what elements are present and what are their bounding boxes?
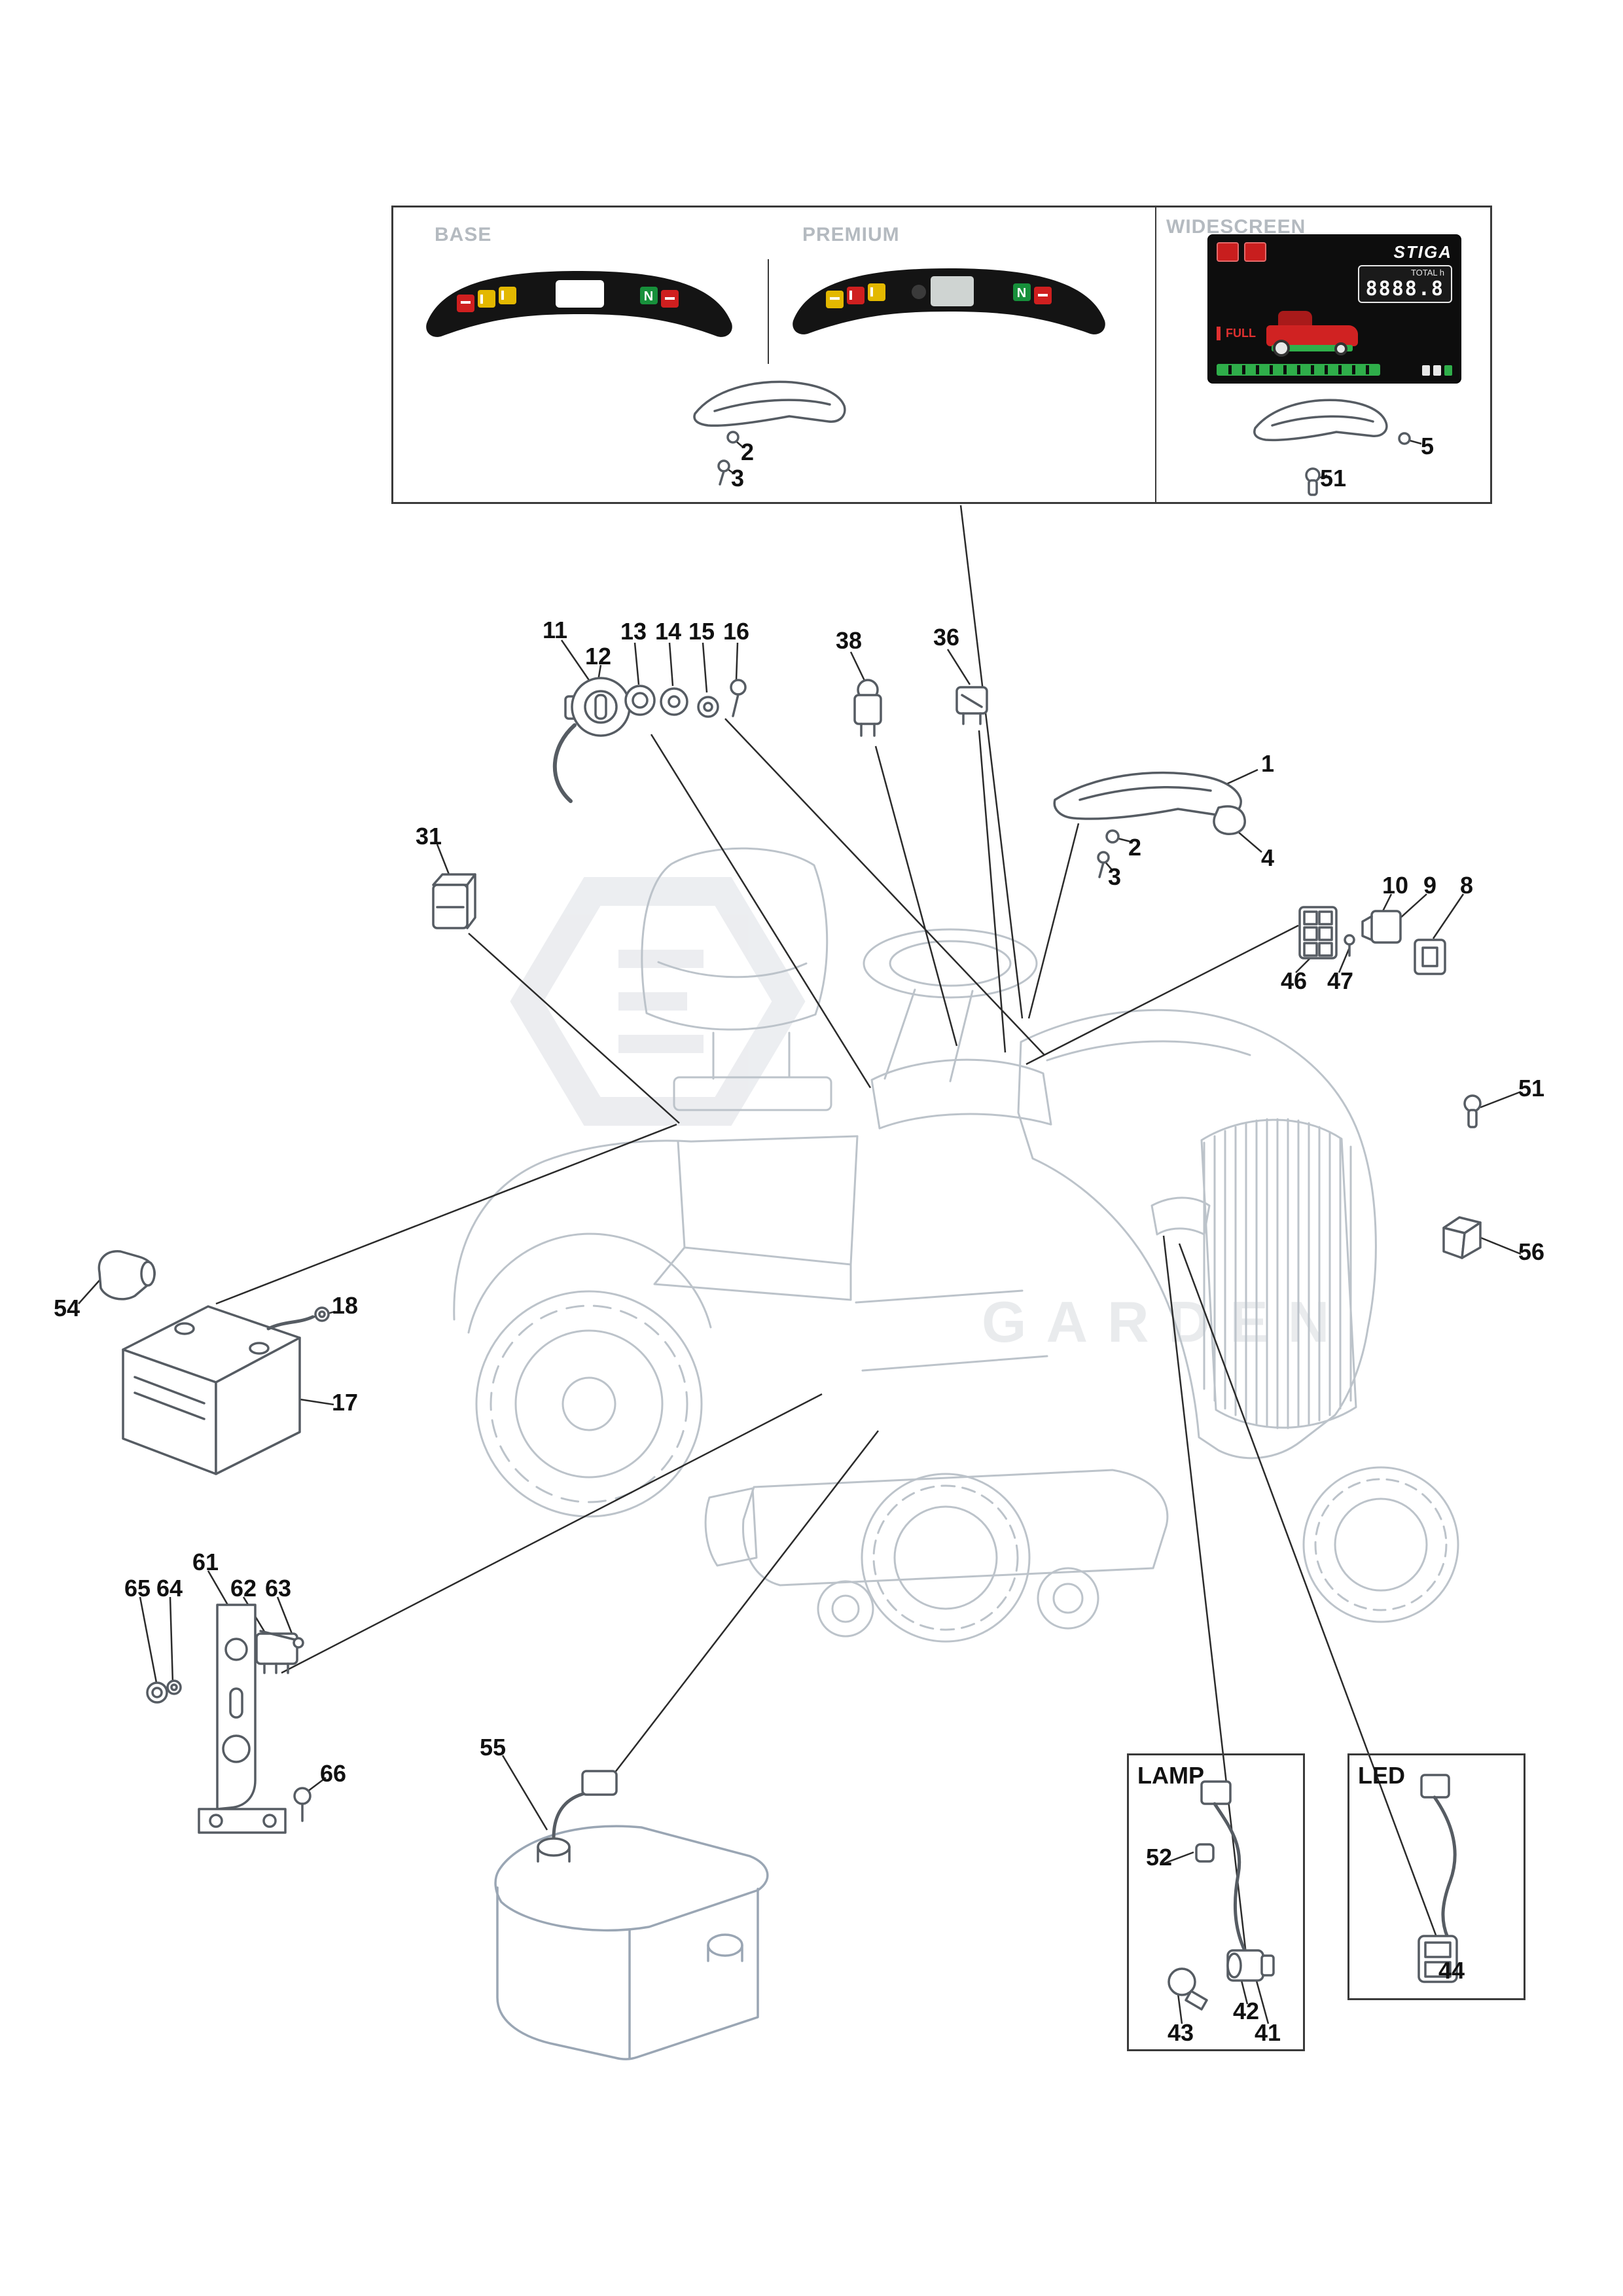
part-led-kit: [1418, 1774, 1458, 1983]
tractor-pictogram: [1266, 310, 1364, 357]
display-window: [556, 280, 604, 308]
part-fuel-tank: [494, 1770, 769, 2060]
battery-level-bar: [1217, 364, 1380, 376]
label-lamp: LAMP: [1137, 1762, 1204, 1789]
fuel-gauge-label: FULL: [1217, 327, 1256, 340]
part-ignition-switch: [552, 677, 631, 803]
part-switch-31: [432, 873, 476, 929]
part-battery: [122, 1305, 301, 1475]
hour-meter-label: TOTAL h: [1410, 268, 1444, 278]
lamp-panel: [1127, 1753, 1305, 2051]
part-lamp-kit: [1168, 1780, 1275, 2011]
part-connector-cluster: [1298, 906, 1446, 975]
lcd-display: [931, 276, 974, 306]
dial-icon: [912, 285, 926, 299]
svg-text:N: N: [1017, 286, 1026, 300]
svg-text:N: N: [644, 289, 653, 304]
divider-widescreen: [1155, 206, 1156, 504]
dashboard-variants-panel: [391, 206, 1492, 504]
part-clip-52: [1195, 1843, 1215, 1863]
part-bulb: [1168, 1967, 1196, 1996]
label-led: LED: [1358, 1762, 1405, 1789]
svg-text:GARDEN: GARDEN: [982, 1289, 1349, 1354]
label-widescreen: WIDESCREEN: [1166, 216, 1306, 238]
battery-warning-icon: [1244, 242, 1266, 262]
part-switch-38: [853, 679, 882, 737]
hour-meter: TOTAL h 8888.8: [1357, 265, 1452, 303]
neutral-indicator: [640, 287, 658, 304]
part-cube-56: [1442, 1216, 1482, 1259]
part-bracket-widescreen: [1253, 399, 1411, 496]
leader-lines: [78, 438, 1522, 2024]
part-switch-hardware: [624, 679, 747, 718]
part-switch-36: [955, 686, 988, 725]
part-drawings: [98, 380, 1482, 2060]
part-terminal-wire: [266, 1306, 330, 1331]
status-icons: [1422, 365, 1452, 376]
hour-meter-value: 8888.8: [1365, 278, 1444, 300]
neutral-indicator: [1013, 283, 1031, 301]
fuel-pump-icon: [1217, 242, 1239, 262]
part-terminal-boot: [98, 1250, 156, 1300]
part-switch-bracket-assembly: [146, 1604, 312, 1834]
led-panel: [1347, 1753, 1525, 2000]
brand-logo: STIGA: [1393, 242, 1452, 262]
tractor-sketch: [453, 847, 1459, 1643]
premium-dashboard: N: [785, 257, 1113, 348]
part-dashboard-bracket: [1053, 771, 1246, 878]
part-clip-4: [1213, 805, 1246, 835]
part-clip-51: [1463, 1094, 1482, 1128]
label-base: BASE: [435, 224, 492, 245]
base-dashboard: N: [419, 259, 740, 351]
label-premium: PREMIUM: [802, 224, 900, 245]
part-bracket-base-premium: [693, 380, 846, 486]
widescreen-display: STIGA TOTAL h 8888.8 FULL: [1207, 234, 1461, 384]
divider-base-premium: [768, 259, 769, 364]
watermark: GARDEN: [510, 877, 1349, 1354]
